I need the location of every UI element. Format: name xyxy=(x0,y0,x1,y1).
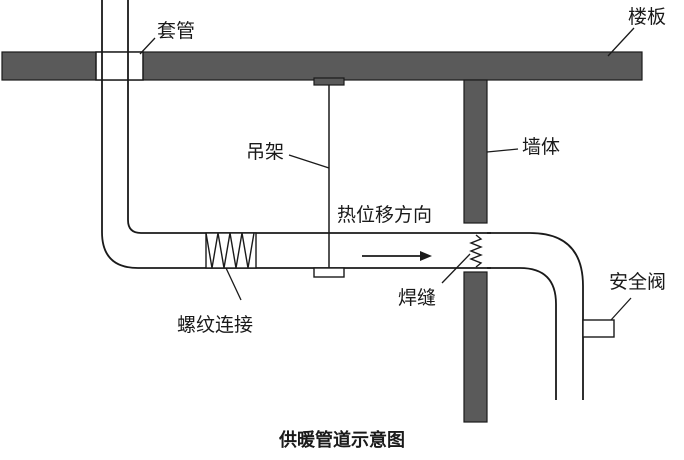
wall-pipe-gap xyxy=(465,234,486,267)
label-wall: 墙体 xyxy=(522,136,561,158)
label-floor-slab: 楼板 xyxy=(628,6,667,28)
label-sleeve: 套管 xyxy=(157,20,196,42)
threaded-joint xyxy=(205,232,257,269)
wall-lower xyxy=(463,271,488,423)
branch-pipe-bottom-line xyxy=(487,267,557,400)
hanger-clamp xyxy=(313,267,345,278)
wall-upper xyxy=(463,79,488,224)
label-safety-valve: 安全阀 xyxy=(609,271,667,293)
leader-weld-seam xyxy=(441,253,471,284)
thermal-direction-arrow-head xyxy=(420,251,432,261)
leader-hanger xyxy=(288,154,330,169)
sleeve xyxy=(95,51,144,81)
diagram-caption: 供暖管道示意图 xyxy=(279,430,405,451)
safety-valve-body xyxy=(582,319,615,338)
leader-safety-valve xyxy=(610,297,632,321)
label-threaded-joint: 螺纹连接 xyxy=(177,314,254,336)
label-thermal-direction: 热位移方向 xyxy=(337,204,433,226)
riser-pipe-inner-line xyxy=(127,0,460,234)
riser-pipe-outer-line xyxy=(101,0,460,269)
leader-sleeve xyxy=(139,37,156,55)
weld-seam-zigzag xyxy=(469,234,483,268)
branch-pipe-top-line xyxy=(487,232,584,400)
hanger-top-plate xyxy=(313,77,345,86)
leader-floor-slab xyxy=(607,27,635,57)
leader-wall xyxy=(486,148,519,153)
label-hanger: 吊架 xyxy=(246,141,285,163)
leader-threaded-joint xyxy=(225,267,242,301)
label-weld-seam: 焊缝 xyxy=(398,287,437,309)
